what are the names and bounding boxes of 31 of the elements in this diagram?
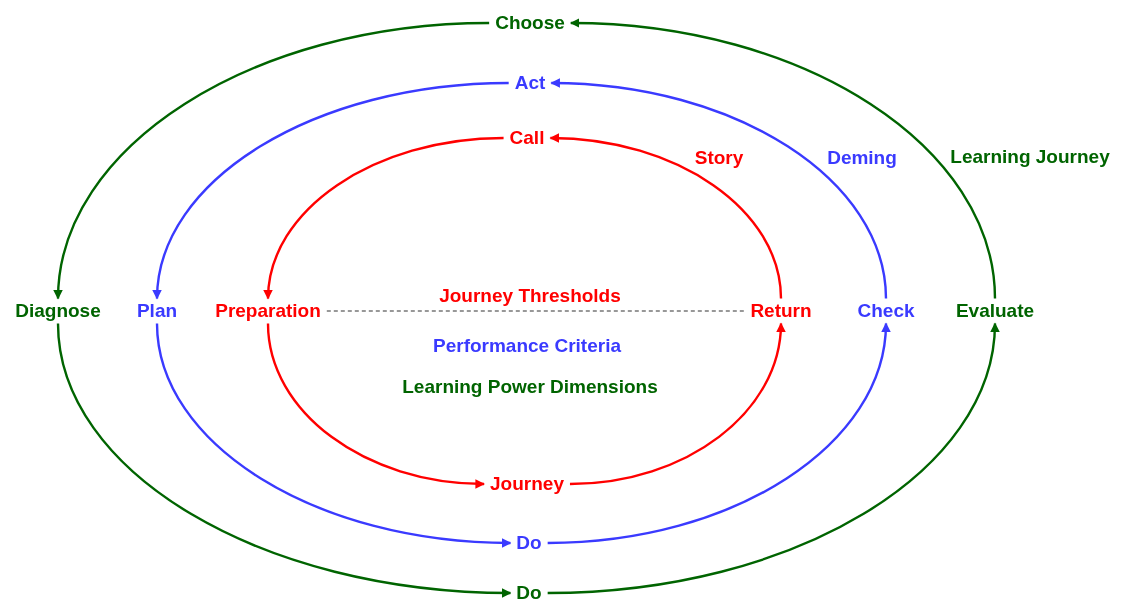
cycle-arrow: [155, 323, 512, 548]
cycle-arrow: [266, 323, 485, 489]
cycle-arrow: [56, 323, 512, 598]
cycle-arrow: [569, 18, 997, 299]
cycle-step-label: Check: [857, 300, 915, 322]
cycle-arrow: [569, 322, 785, 486]
cycle-step-label: Return: [750, 300, 812, 322]
cycle-arrow: [264, 136, 504, 300]
cycle-step-label: Journey: [490, 473, 564, 495]
cycle-step-label: Plan: [136, 300, 178, 322]
center-label: Performance Criteria: [433, 335, 621, 357]
dashed-line: [326, 310, 745, 312]
cycle-arrow: [54, 21, 490, 300]
center-label: Learning Power Dimensions: [402, 376, 658, 398]
cycle-step-label: Call: [509, 127, 545, 149]
cycle-step-label: Preparation: [215, 300, 321, 322]
cycle-name-label: Learning Journey: [950, 146, 1110, 168]
center-label: Journey Thresholds: [439, 285, 621, 307]
cycle-name-label: Story: [694, 147, 744, 169]
cycle-arrow: [550, 78, 888, 299]
cycle-arrow: [547, 322, 890, 545]
cycle-step-label: Evaluate: [955, 300, 1035, 322]
cycle-arrow: [549, 133, 783, 299]
cycle-arrow: [547, 322, 999, 595]
cycle-step-label: Do: [516, 582, 542, 603]
cycle-step-label: Diagnose: [15, 300, 101, 322]
cycle-step-label: Act: [514, 72, 546, 94]
cycle-step-label: Choose: [495, 12, 565, 34]
cycle-arrow: [153, 81, 509, 300]
cycle-name-label: Deming: [827, 147, 897, 169]
cycle-step-label: Do: [516, 532, 542, 554]
